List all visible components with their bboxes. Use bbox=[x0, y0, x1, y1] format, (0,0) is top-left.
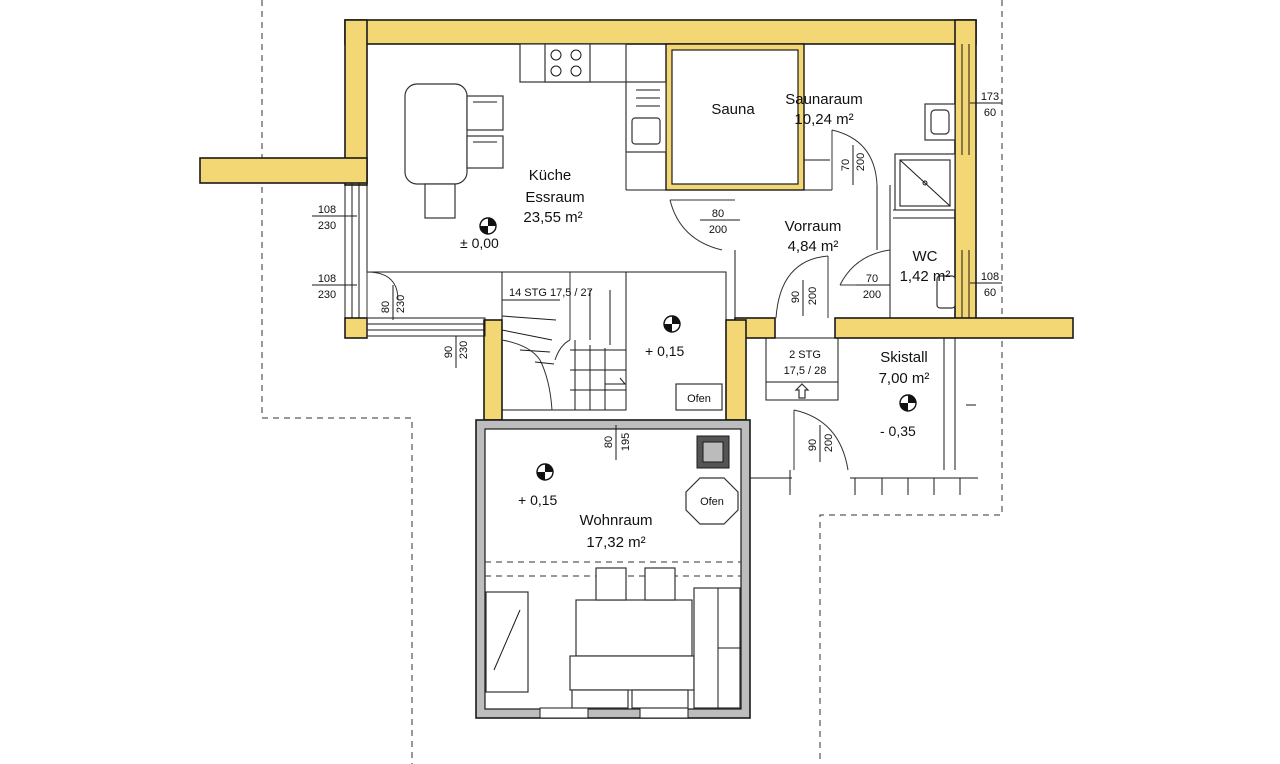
level-marker-stair bbox=[663, 315, 681, 333]
dim-door-sauna: 70 200 bbox=[840, 145, 867, 185]
room-area-saunaraum: 10,24 m² bbox=[794, 111, 853, 128]
room-name-skistall: Skistall bbox=[880, 349, 928, 366]
svg-text:173: 173 bbox=[981, 91, 999, 103]
room-area-wc: 1,42 m² bbox=[900, 268, 951, 285]
dim-door-wc: 70 200 bbox=[856, 273, 890, 301]
bath-fixtures bbox=[894, 103, 956, 309]
room-name-wohnraum: Wohnraum bbox=[579, 512, 652, 529]
dim-door-vorraum: 80 200 bbox=[700, 208, 740, 236]
room-name-wc: WC bbox=[913, 248, 938, 265]
svg-text:70: 70 bbox=[840, 159, 852, 171]
svg-text:200: 200 bbox=[807, 287, 819, 305]
room-area-skistall: 7,00 m² bbox=[879, 370, 930, 387]
svg-text:230: 230 bbox=[318, 220, 336, 232]
small-stair bbox=[765, 337, 839, 401]
main-stair bbox=[501, 271, 627, 411]
right-windows bbox=[961, 44, 970, 318]
dim-win-right-top: 173 60 bbox=[970, 91, 1002, 119]
svg-text:108: 108 bbox=[318, 273, 336, 285]
svg-text:80: 80 bbox=[712, 208, 724, 220]
svg-text:108: 108 bbox=[318, 204, 336, 216]
room-area-kueche: 23,55 m² bbox=[523, 209, 582, 226]
stair-small-label-2: 17,5 / 28 bbox=[784, 365, 827, 377]
svg-text:90: 90 bbox=[443, 346, 455, 358]
kitchen-furniture bbox=[404, 43, 667, 219]
living-furniture bbox=[485, 435, 741, 709]
level-kueche: ± 0,00 bbox=[460, 235, 499, 251]
level-marker-skistall bbox=[899, 394, 917, 412]
outline-dashed bbox=[261, 0, 1003, 764]
svg-text:195: 195 bbox=[620, 433, 632, 451]
dim-door-wohnraum: 80 195 bbox=[603, 425, 632, 460]
svg-text:80: 80 bbox=[603, 436, 615, 448]
svg-text:60: 60 bbox=[984, 107, 996, 119]
level-stair-hall: + 0,15 bbox=[645, 343, 685, 359]
dim-door-vorraum-2: 90 200 bbox=[790, 280, 819, 316]
room-name-sauna: Sauna bbox=[711, 101, 755, 118]
ofen-box bbox=[675, 383, 723, 411]
dim-win-left-top: 108 230 bbox=[312, 204, 357, 232]
left-windows bbox=[344, 182, 486, 337]
room-area-vorraum: 4,84 m² bbox=[788, 238, 839, 255]
svg-text:200: 200 bbox=[863, 289, 881, 301]
svg-text:200: 200 bbox=[823, 434, 835, 452]
level-skistall: - 0,35 bbox=[880, 423, 916, 439]
stair-small-label-1: 2 STG bbox=[789, 349, 821, 361]
room-name-essraum: Essraum bbox=[525, 189, 584, 206]
svg-text:90: 90 bbox=[790, 291, 802, 303]
svg-text:80: 80 bbox=[380, 301, 392, 313]
sauna-cabin bbox=[665, 43, 832, 191]
svg-text:90: 90 bbox=[807, 439, 819, 451]
level-wohnraum: + 0,15 bbox=[518, 492, 558, 508]
room-area-wohnraum: 17,32 m² bbox=[586, 534, 645, 551]
svg-text:200: 200 bbox=[709, 224, 727, 236]
ofen-label-wohnraum: Ofen bbox=[700, 496, 724, 508]
ofen-label-stair: Ofen bbox=[687, 393, 711, 405]
stair-main-label: 14 STG 17,5 / 27 bbox=[509, 287, 593, 299]
dim-win-right-bottom: 108 60 bbox=[970, 271, 1002, 299]
room-name-kueche: Küche bbox=[529, 167, 572, 184]
svg-text:60: 60 bbox=[984, 287, 996, 299]
svg-text:108: 108 bbox=[981, 271, 999, 283]
svg-text:230: 230 bbox=[318, 289, 336, 301]
walls-yellow bbox=[199, 19, 1074, 421]
room-name-vorraum: Vorraum bbox=[785, 218, 842, 235]
svg-text:70: 70 bbox=[866, 273, 878, 285]
dim-door-skistall: 90 200 bbox=[807, 425, 835, 462]
level-marker-wohnraum bbox=[536, 463, 554, 481]
svg-text:230: 230 bbox=[458, 341, 470, 359]
dim-door-stair: 90 230 bbox=[443, 336, 470, 368]
svg-text:200: 200 bbox=[855, 153, 867, 171]
dim-door-kueche: 80 230 bbox=[380, 285, 407, 320]
svg-text:230: 230 bbox=[395, 295, 407, 313]
skistall-rails bbox=[750, 404, 978, 495]
level-marker-kueche bbox=[479, 217, 497, 235]
room-name-saunaraum: Saunaraum bbox=[785, 91, 863, 108]
level-markers bbox=[479, 217, 917, 481]
dim-win-left-bottom: 108 230 bbox=[312, 273, 357, 301]
